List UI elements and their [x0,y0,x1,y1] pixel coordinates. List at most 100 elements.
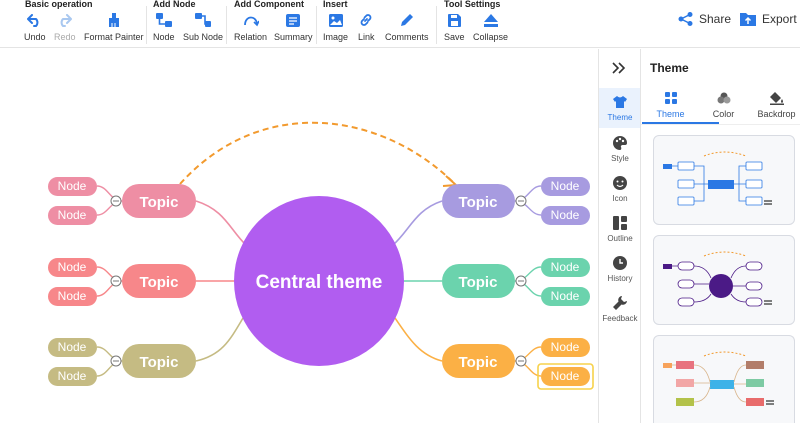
theme-card[interactable] [653,135,795,225]
collapse-toggle[interactable] [515,275,527,287]
collapse-label: Collapse [473,32,509,42]
sub-node-label: Node [551,260,580,274]
topic-node[interactable] [122,184,196,218]
topic-node[interactable] [442,184,515,218]
sub-node-label: Sub Node [183,32,224,42]
relation-button[interactable]: Relation [234,12,267,42]
collapse-button[interactable]: Collapse [473,12,508,42]
sub-node-label: Node [551,208,580,222]
group-title: Insert [323,0,348,9]
sub-node[interactable] [541,177,590,196]
comments-label: Comments [385,32,429,42]
strip-label: Style [611,154,629,163]
sub-node-selected[interactable] [541,367,590,386]
undo-button[interactable]: Undo [24,12,46,42]
sub-node[interactable] [48,338,97,357]
topic-label: Topic [140,274,179,291]
sub-node[interactable] [541,287,590,306]
selected-node-outline [537,363,594,390]
tab-backdrop[interactable]: Backdrop [750,91,800,119]
topic-node[interactable] [442,264,515,298]
add-sub-node-button[interactable]: Sub Node [183,12,223,42]
wrench-icon [612,295,628,311]
collapse-toggle[interactable] [110,355,122,367]
collapse-toggle[interactable] [110,275,122,287]
sub-node-label: Node [58,179,87,193]
theme-preview [663,251,772,307]
collapse-toggle[interactable] [515,355,527,367]
sub-node[interactable] [48,177,97,196]
mindmap-canvas[interactable]: Central theme Topic Topic Topic Topic To… [0,49,598,423]
save-button[interactable]: Save [444,12,465,42]
link-icon [358,12,374,28]
relation-label: Relation [234,32,268,42]
redo-button[interactable]: Redo [54,12,76,42]
tab-label: Theme [656,109,685,119]
topic-node[interactable] [442,344,515,378]
strip-theme[interactable]: Theme [599,88,641,128]
central-theme-node[interactable] [234,196,404,366]
smiley-icon [612,175,628,191]
shirt-icon [612,94,628,110]
share-button[interactable]: Share [678,12,731,26]
theme-card[interactable] [653,335,795,423]
topic-node[interactable] [122,344,196,378]
format-painter-button[interactable]: Format Painter [84,12,144,42]
strip-history[interactable]: History [599,255,641,283]
add-node-group: Add Node [153,0,223,46]
sub-node[interactable] [541,206,590,225]
sub-node-label: Node [58,340,87,354]
collapse-panel-button[interactable] [611,61,627,80]
theme-panel: Theme Theme Color Backdrop [640,49,800,423]
add-component-group: Add Component [234,0,314,46]
sub-node-icon [195,12,212,28]
sub-node-label: Node [551,179,580,193]
theme-card[interactable] [653,235,795,325]
tab-color[interactable]: Color [697,91,750,119]
format-painter-icon [106,12,122,28]
strip-label: Outline [607,234,633,243]
sub-node[interactable] [48,258,97,277]
link-button[interactable]: Link [358,12,375,42]
sub-node-label: Node [551,289,580,303]
topic-node[interactable] [122,264,196,298]
backdrop-icon [769,91,784,105]
undo-label: Undo [24,32,46,42]
relation-line[interactable] [179,121,456,185]
sub-node-label: Node [58,208,87,222]
sub-node[interactable] [541,338,590,357]
relation-icon [243,12,259,28]
side-strip: Theme Style Icon Outline History Feedbac… [598,49,641,423]
strip-icon[interactable]: Icon [599,175,641,203]
sub-node-label: Node [58,289,87,303]
share-label: Share [699,12,732,26]
sub-node[interactable] [48,206,97,225]
link-label: Link [358,32,375,42]
sub-node[interactable] [541,258,590,277]
image-button[interactable]: Image [323,12,348,42]
strip-label: History [607,274,633,283]
toolbar: Basic operation Undo Redo Format Painter… [0,0,800,48]
toolbar-divider [316,6,317,44]
sub-node-label: Node [551,369,580,383]
summary-label: Summary [274,32,313,42]
node-label: Node [153,32,175,42]
group-title: Add Component [234,0,304,9]
collapse-toggle[interactable] [110,195,122,207]
comments-button[interactable]: Comments [385,12,429,42]
strip-feedback[interactable]: Feedback [599,295,641,323]
format-painter-label: Format Painter [84,32,144,42]
summary-button[interactable]: Summary [274,12,313,42]
add-node-button[interactable]: Node [153,12,175,42]
collapse-toggle[interactable] [515,195,527,207]
export-button[interactable]: Export [740,12,797,26]
sub-node[interactable] [48,287,97,306]
tabs-divider [641,124,800,125]
strip-style[interactable]: Style [599,135,641,163]
sub-node[interactable] [48,367,97,386]
strip-label: Theme [607,113,633,122]
tab-theme[interactable]: Theme [644,91,697,119]
strip-outline[interactable]: Outline [599,215,641,243]
topic-label: Topic [459,194,498,211]
redo-label: Redo [54,32,76,42]
